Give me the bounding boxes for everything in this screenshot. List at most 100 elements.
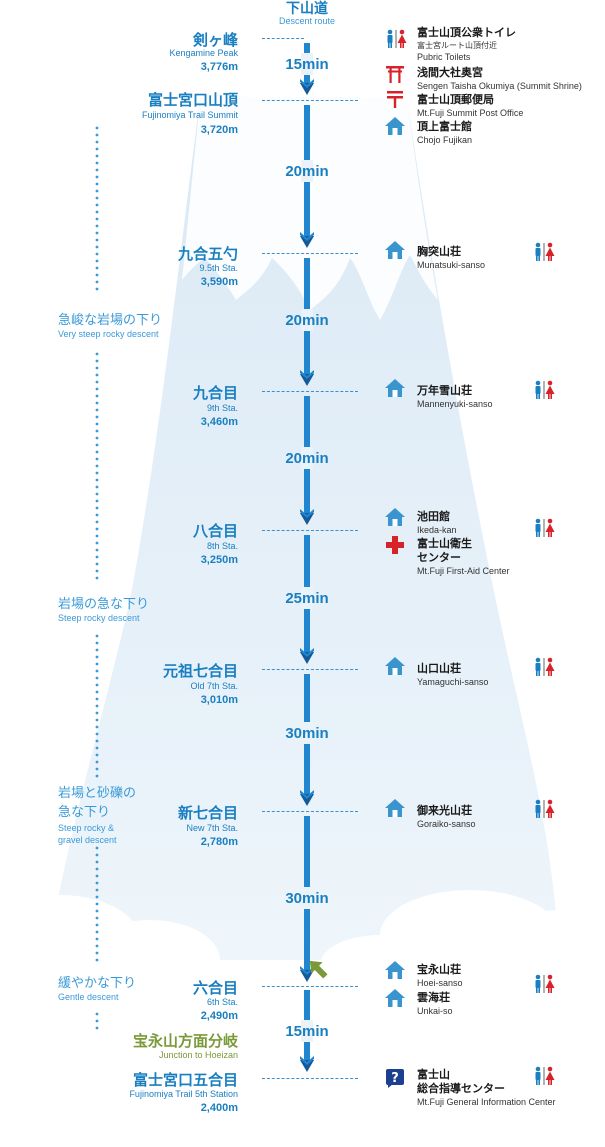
gradient-dot xyxy=(95,760,99,764)
junction-name: 宝永山方面分岐 xyxy=(132,1033,238,1050)
segment-time: 25min xyxy=(285,590,329,607)
gradient-dot xyxy=(95,888,99,892)
gradient-dot xyxy=(95,224,99,228)
segment-time: 15min xyxy=(285,1023,329,1040)
gradient-label: 岩場と砂礫の xyxy=(58,785,137,800)
gradient-dot xyxy=(95,860,99,864)
gradient-dot xyxy=(95,366,99,370)
station-connector xyxy=(262,1078,358,1079)
gradient-dot xyxy=(95,450,99,454)
facility-summit-toilets: 富士山頂公衆トイレ 富士宮ルート山頂付近 Pubric Toilets xyxy=(417,26,605,63)
gradient-dot xyxy=(95,203,99,207)
gradient-dot xyxy=(95,569,99,573)
gradient-dot xyxy=(95,485,99,489)
station-connector xyxy=(262,811,358,812)
gradient-dot xyxy=(95,739,99,743)
station-connector xyxy=(262,253,358,254)
gradient-label-en: gravel descent xyxy=(58,835,117,845)
gradient-label: 緩やかな下り xyxy=(58,975,137,990)
gradient-dot xyxy=(95,909,99,913)
gradient-dot xyxy=(95,562,99,566)
gradient-dot xyxy=(95,471,99,475)
gradient-dot xyxy=(95,287,99,291)
gradient-label: 岩場の急な下り xyxy=(58,596,150,611)
gradient-dot xyxy=(95,252,99,256)
gradient-dot xyxy=(95,641,99,645)
route-arrow-icon xyxy=(300,970,314,982)
facility-name-en: Unkai-so xyxy=(417,1006,453,1016)
facility-name-en: Hoei-sanso xyxy=(417,978,463,988)
station-name: 六合目 xyxy=(192,980,238,997)
station-connector xyxy=(262,530,358,531)
gradient-dot xyxy=(95,634,99,638)
gradient-dot xyxy=(95,648,99,652)
segment-label-gap xyxy=(301,53,313,75)
gradient-dot xyxy=(95,534,99,538)
gradient-dot xyxy=(95,168,99,172)
segment-label-gap xyxy=(301,309,313,331)
station-name-en: Kengamine Peak xyxy=(169,48,238,58)
station-name: 九合五勺 xyxy=(177,246,238,263)
gradient-dot xyxy=(95,499,99,503)
gradient-dot xyxy=(95,266,99,270)
route-arrow-icon xyxy=(300,652,314,664)
gradient-dot xyxy=(95,895,99,899)
gradient-dot xyxy=(95,161,99,165)
toilet-icon xyxy=(535,974,555,993)
gradient-dot xyxy=(95,259,99,263)
route-arrow-chevron xyxy=(300,790,314,799)
gradient-dot xyxy=(95,676,99,680)
facility-unkai-so: 雲海荘 Unkai-so xyxy=(417,991,605,1017)
gradient-dot xyxy=(95,196,99,200)
gradient-dot xyxy=(95,231,99,235)
gradient-dot xyxy=(95,683,99,687)
route-arrow-icon xyxy=(300,794,314,806)
hut-icon xyxy=(385,799,405,817)
station-name-en: New 7th Sta. xyxy=(186,823,238,833)
toilet-icon xyxy=(535,518,555,537)
torii-icon xyxy=(386,66,404,83)
facility-general-info-center: 富士山 総合指導センター Mt.Fuji General Information… xyxy=(417,1068,605,1108)
station-name: 九合目 xyxy=(192,385,238,402)
toilet-icon xyxy=(387,29,407,48)
toilet-icon xyxy=(535,1066,555,1085)
facility-name: 浅間大社奥宮 xyxy=(417,67,483,79)
segment-label-gap xyxy=(301,447,313,469)
gradient-dot xyxy=(95,175,99,179)
facility-first-aid-center: 富士山衛生 センター Mt.Fuji First-Aid Center xyxy=(417,537,605,577)
station-name-en: Old 7th Sta. xyxy=(190,681,238,691)
station-altitude: 2,780m xyxy=(200,836,238,848)
gradient-dot xyxy=(95,1026,99,1030)
station-altitude: 3,250m xyxy=(200,554,238,566)
gradient-label-en: Steep rocky & xyxy=(58,823,115,833)
gradient-dot xyxy=(95,359,99,363)
station-name-en: Fujinomiya Trail Summit xyxy=(141,110,238,120)
clouds xyxy=(0,890,605,1147)
station-name: 剣ヶ峰 xyxy=(192,32,238,49)
gradient-dot xyxy=(95,690,99,694)
gradient-dot xyxy=(95,443,99,447)
station-name-en: 9.5th Sta. xyxy=(199,263,238,273)
segment-label-gap xyxy=(301,722,313,744)
station-altitude: 3,776m xyxy=(200,61,238,73)
route-arrow-icon xyxy=(300,236,314,248)
station-name: 新七合目 xyxy=(177,805,238,822)
segment-label-gap xyxy=(301,587,313,609)
segment-time: 20min xyxy=(285,312,329,329)
gradient-dot xyxy=(95,711,99,715)
gradient-dot xyxy=(95,718,99,722)
facility-name-en: Mt.Fuji Summit Post Office xyxy=(417,108,524,118)
facility-name: 富士山衛生 xyxy=(417,538,472,550)
gradient-dot xyxy=(95,774,99,778)
facility-name: 胸突山荘 xyxy=(417,246,461,258)
junction-name-en: Junction to Hoeizan xyxy=(158,1050,238,1060)
facility-goraiko-sanso: 御来光山荘 Goraiko-sanso xyxy=(417,804,605,830)
gradient-dot xyxy=(95,697,99,701)
gradient-dot xyxy=(95,154,99,158)
gradient-dot xyxy=(95,126,99,130)
facility-name-en: Mt.Fuji First-Aid Center xyxy=(417,566,510,576)
gradient-dot xyxy=(95,133,99,137)
hut-icon xyxy=(385,657,405,675)
